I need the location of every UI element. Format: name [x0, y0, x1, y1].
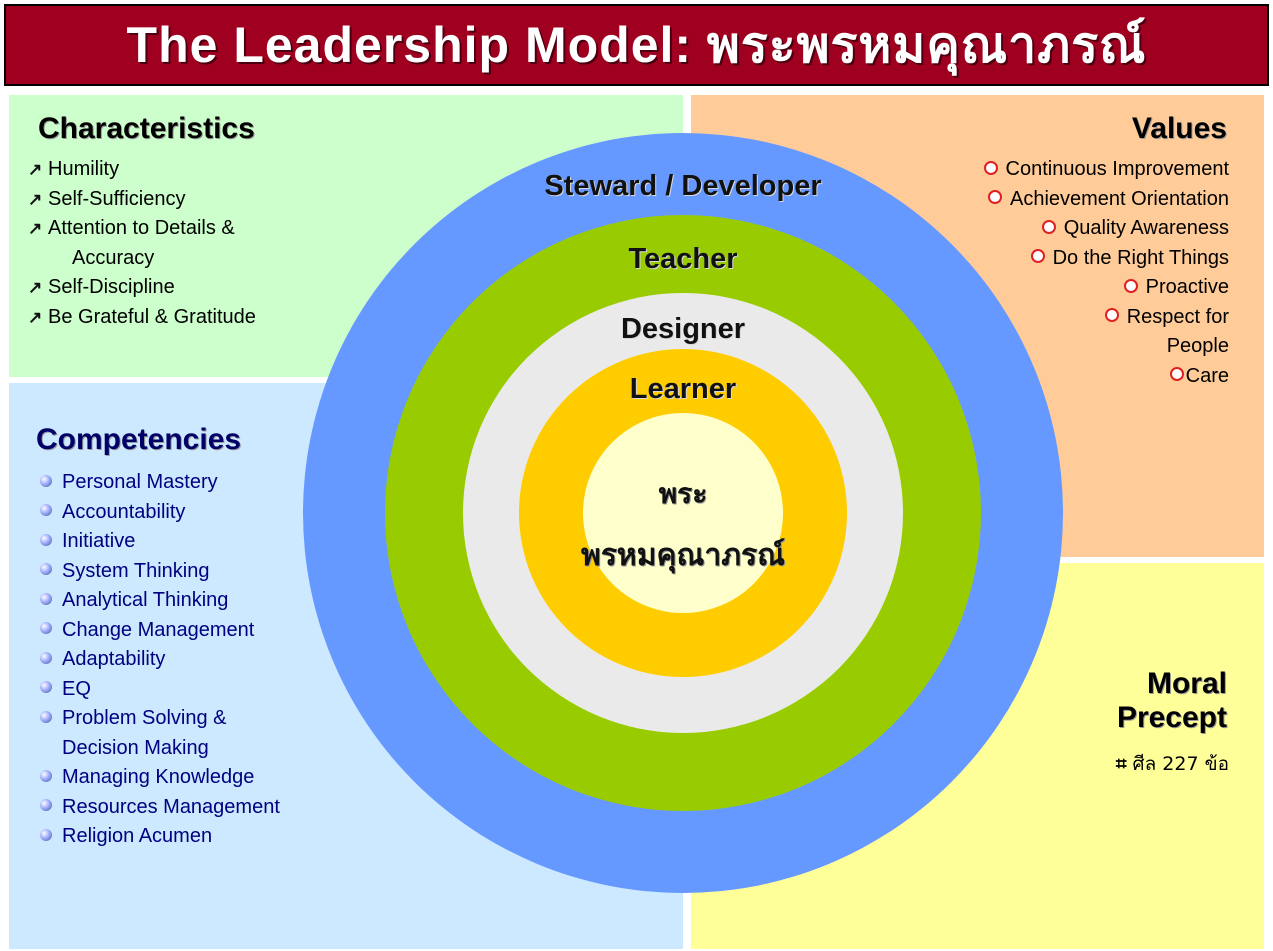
competencies-list: Personal Mastery Accountability Initiati…: [40, 468, 280, 852]
list-item: Achievement Orientation: [984, 185, 1229, 215]
list-item: Quality Awareness: [984, 214, 1229, 244]
globe-bullet-icon: [40, 563, 52, 576]
list-item: Problem Solving &: [40, 704, 280, 734]
arrow-bullet-icon: ↗: [28, 307, 43, 327]
list-item: Personal Mastery: [40, 468, 280, 498]
rings-svg: [303, 133, 1063, 893]
page-title: The Leadership Model: พระพรหมคุณาภรณ์: [126, 16, 1147, 73]
swirl-bullet-icon: [987, 190, 1002, 205]
list-item: Change Management: [40, 616, 280, 646]
list-item: Accuracy: [72, 246, 155, 269]
ring-label-outer: Steward / Developer: [544, 170, 822, 202]
arrow-bullet-icon: ↗: [28, 160, 43, 179]
swirl-bullet-icon: [1123, 278, 1138, 293]
competencies-heading: Competencies: [36, 423, 242, 456]
list-item: Do the Right Things: [984, 244, 1229, 274]
swirl-bullet-icon: [1041, 219, 1056, 234]
globe-bullet-icon: [40, 651, 52, 664]
list-item: Initiative: [40, 527, 280, 557]
list-item: ↗Self-Discipline: [28, 273, 256, 303]
list-item: Decision Making: [62, 736, 209, 759]
swirl-bullet-icon: [1169, 367, 1184, 382]
ring-label-second: Teacher: [628, 243, 738, 275]
globe-bullet-icon: [40, 592, 52, 605]
swirl-bullet-icon: [1104, 308, 1119, 323]
globe-bullet-icon: [40, 710, 52, 723]
concentric-roles-diagram: Steward / Developer Teacher Designer Lea…: [302, 132, 1064, 894]
arrow-bullet-icon: ↗: [28, 189, 43, 209]
list-item: Adaptability: [40, 645, 280, 675]
list-item: Accountability: [40, 498, 280, 528]
ring-label-fourth: Learner: [629, 373, 737, 405]
swirl-bullet-icon: [983, 160, 998, 175]
list-item: Respect for: [984, 303, 1229, 333]
globe-bullet-icon: [40, 533, 52, 546]
arrow-bullet-icon: ↗: [28, 219, 43, 238]
arrow-bullet-icon: ↗: [28, 278, 43, 297]
globe-bullet-icon: [40, 681, 52, 694]
list-item: ↗Humility: [28, 155, 256, 185]
characteristics-list: ↗Humility ↗Self-Sufficiency ↗Attention t…: [28, 155, 256, 332]
center-label-line1: พระ: [658, 477, 708, 510]
globe-bullet-icon: [40, 828, 52, 841]
list-item: People: [1166, 335, 1229, 357]
list-item: Continuous Improvement: [983, 155, 1229, 185]
swirl-bullet-icon: [1030, 249, 1045, 264]
list-item: Resources Management: [40, 793, 280, 823]
globe-bullet-icon: [40, 622, 52, 635]
moral-precept-item: ⌗ศีล 227 ข้อ: [1115, 753, 1229, 775]
globe-bullet-icon: [40, 769, 52, 782]
list-item: Analytical Thinking: [40, 586, 280, 616]
globe-bullet-icon: [40, 474, 52, 487]
list-item: Religion Acumen: [40, 822, 280, 852]
ring-center: [583, 413, 783, 613]
globe-bullet-icon: [40, 504, 52, 517]
list-item: Proactive: [984, 273, 1229, 303]
globe-bullet-icon: [40, 799, 52, 812]
list-item: Managing Knowledge: [40, 763, 280, 793]
list-item: ↗Be Grateful & Gratitude: [28, 303, 256, 333]
list-item: EQ: [40, 675, 280, 705]
moral-precept-heading: Moral Precept: [1116, 667, 1227, 734]
list-item: Care: [984, 362, 1229, 392]
list-item: ↗Attention to Details &: [28, 214, 256, 244]
values-heading: Values: [1131, 112, 1227, 145]
title-bar: The Leadership Model: พระพรหมคุณาภรณ์: [4, 4, 1269, 86]
ring-label-third: Designer: [620, 313, 746, 345]
center-label-line2: พรหมคุณาภรณ์: [581, 538, 785, 573]
list-item: ↗Self-Sufficiency: [28, 185, 256, 215]
hash-bullet-icon: ⌗: [1115, 753, 1127, 775]
list-item: System Thinking: [40, 557, 280, 587]
characteristics-heading: Characteristics: [38, 112, 255, 145]
values-list: Continuous Improvement Achievement Orien…: [983, 155, 1229, 392]
